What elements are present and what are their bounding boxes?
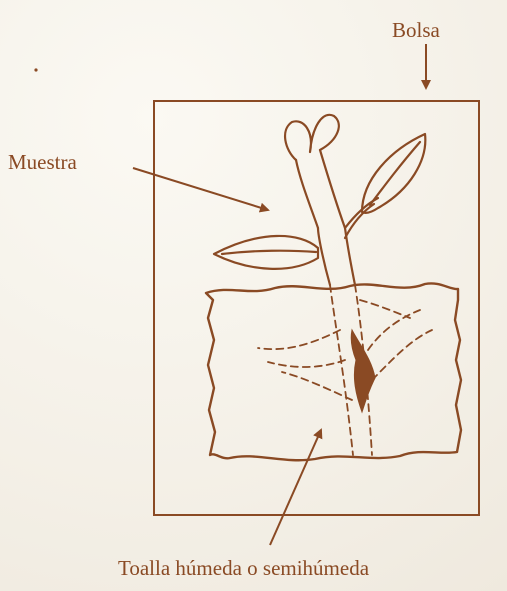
seedling-left-leaf [214,236,318,269]
seedling-stem [318,228,355,285]
sample-label: Muestra [8,150,77,175]
root-shading [351,330,375,412]
bag-label: Bolsa [392,18,440,43]
paper-speck [34,68,37,71]
seedling-roots [258,285,432,455]
towel-label: Toalla húmeda o semihúmeda [118,556,369,581]
seedling-top-leaves [285,115,339,160]
towel-arrow [270,430,321,545]
